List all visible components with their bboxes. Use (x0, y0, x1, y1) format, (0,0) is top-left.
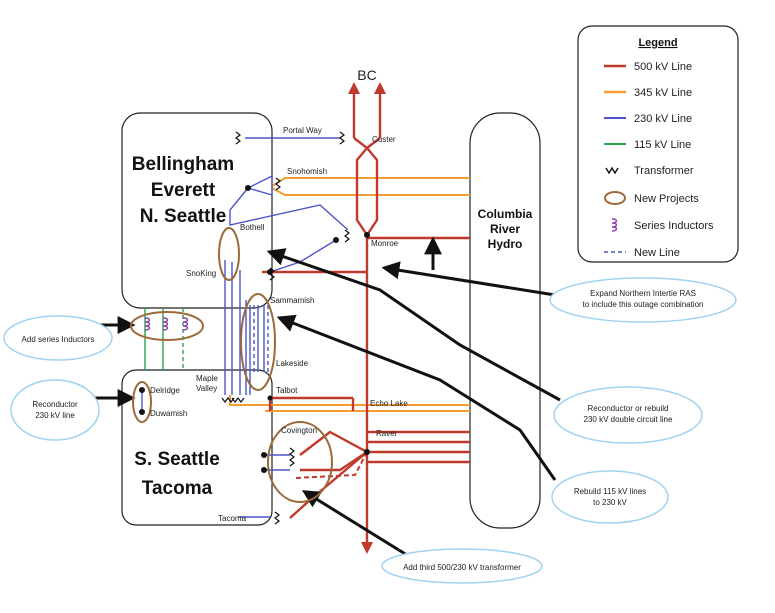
label-sammamish: Sammamish (270, 296, 314, 305)
label-bothell: Bothell (240, 223, 265, 232)
label-covington: Covington (281, 426, 317, 435)
callout-rebuild-115: Rebuild 115 kV lines to 230 kV (551, 470, 669, 524)
region-label-everett: Everett (151, 180, 216, 201)
legend-label-transformer: Transformer (634, 165, 694, 177)
lines-new-230kv (253, 305, 269, 372)
legend-label-345kv: 345 kV Line (634, 87, 692, 99)
callout-text-line2: 230 kV double circuit line (584, 415, 673, 424)
region-label-s-seattle: S. Seattle (134, 449, 220, 470)
callout-arrows (90, 236, 561, 562)
callout-text-line1: Reconductor (32, 400, 78, 409)
callout-text: Add series Inductors (22, 335, 95, 344)
legend: Legend 500 kV Line 345 kV Line 230 kV Li… (577, 25, 739, 263)
bc-label: BC (357, 67, 376, 83)
label-valley: Valley (196, 384, 217, 393)
region-label-tacoma: Tacoma (142, 478, 213, 499)
label-tacoma: Tacoma (218, 514, 247, 523)
south-region-box (121, 369, 273, 526)
north-region-box (121, 112, 273, 309)
legend-new-project-icon (604, 191, 626, 205)
callout-reconductor-230: Reconductor 230 kV line (10, 379, 100, 441)
legend-transformer-icon (605, 166, 619, 175)
callout-text: Add third 500/230 kV transformer (403, 563, 521, 572)
label-lakeside: Lakeside (276, 359, 309, 368)
label-duwamish: Duwamish (150, 409, 187, 418)
hydro-region-box (469, 112, 541, 529)
legend-label-series-inductors: Series Inductors (634, 220, 714, 232)
callout-reconductor-rebuild: Reconductor or rebuild 230 kV double cir… (553, 386, 703, 444)
new-500kv-line (294, 451, 368, 479)
hydro-label-columbia: Columbia (478, 207, 533, 221)
callout-add-series-inductors: Add series Inductors (3, 315, 113, 361)
label-snohomish: Snohomish (287, 167, 327, 176)
legend-inductor-icon (611, 218, 618, 232)
series-inductor-group (144, 317, 189, 331)
hydro-label-river: River (490, 222, 520, 236)
callout-text-line1: Reconductor or rebuild (588, 404, 669, 413)
label-portal-way: Portal Way (283, 126, 322, 135)
label-talbot: Talbot (276, 386, 298, 395)
legend-label-230kv: 230 kV Line (634, 113, 692, 125)
substation-labels: Portal Way Custer Snohomish Bothell Monr… (150, 126, 408, 523)
callout-text-line2: 230 kV line (35, 411, 75, 420)
lines-230kv (141, 137, 349, 518)
region-label-n-seattle: N. Seattle (140, 206, 227, 227)
callout-text-line2: to include this outage combination (583, 300, 704, 309)
legend-label-500kv: 500 kV Line (634, 61, 692, 73)
callout-expand-ras: Expand Northern Intertie RAS to include … (549, 277, 737, 323)
lines-500kv (262, 82, 470, 554)
substation-nodes (139, 185, 370, 473)
label-delridge: Delridge (150, 386, 180, 395)
callout-text-line1: Rebuild 115 kV lines (574, 487, 646, 496)
callout-text-line1: Expand Northern Intertie RAS (590, 289, 696, 298)
callout-third-transformer: Add third 500/230 kV transformer (381, 548, 543, 584)
lines-345kv (229, 177, 470, 412)
label-echo-lake: Echo Lake (370, 399, 408, 408)
label-monroe: Monroe (371, 239, 399, 248)
label-custer: Custer (372, 135, 396, 144)
region-label-bellingham: Bellingham (132, 154, 234, 175)
label-snoking: SnoKing (186, 269, 216, 278)
hydro-label-hydro: Hydro (488, 237, 523, 251)
transformer-symbols (221, 131, 350, 525)
callout-text-line2: to 230 kV (593, 498, 627, 507)
legend-label-new-line: New Line (634, 247, 680, 259)
legend-label-new-projects: New Projects (634, 193, 699, 205)
legend-title: Legend (638, 37, 677, 49)
legend-label-115kv: 115 kV Line (634, 139, 691, 151)
label-raver: Raver (376, 429, 398, 438)
new-project-markers (130, 227, 333, 503)
label-maple: Maple (196, 374, 218, 383)
